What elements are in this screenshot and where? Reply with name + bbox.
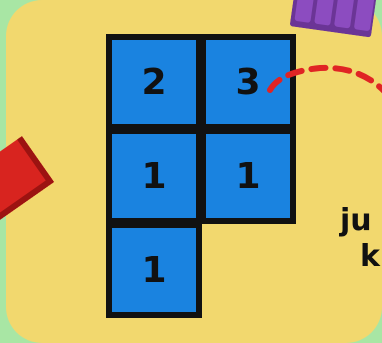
side-text-line2: k	[360, 242, 380, 272]
side-text-line1: ju	[340, 206, 372, 236]
grid-cell[interactable]: 1	[200, 128, 296, 224]
grid-cell[interactable]: 1	[106, 128, 202, 224]
grid-cell[interactable]: 2	[106, 34, 202, 130]
dashed-path	[250, 62, 382, 102]
grid-cell[interactable]: 1	[106, 222, 202, 318]
